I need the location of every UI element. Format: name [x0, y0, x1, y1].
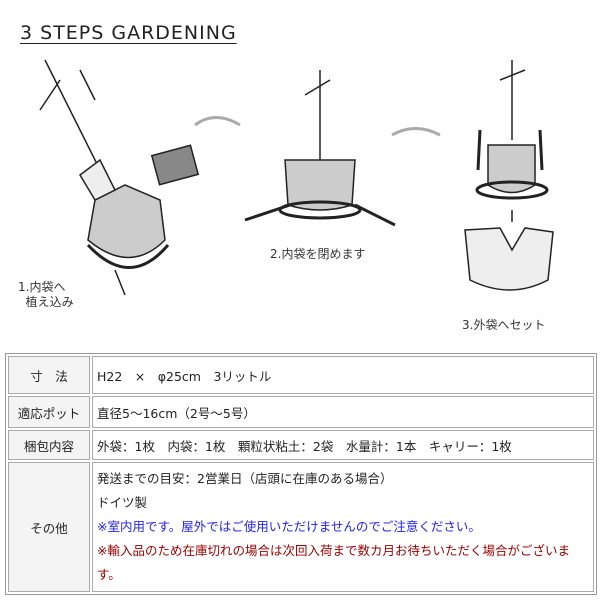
spec-value: 直径5～16cm（2号～5号） [92, 396, 594, 428]
step2-caption: 2.内袋を閉めます [270, 247, 366, 261]
shipping-note: 発送までの目安：2営業日（店頭に在庫のある場合） [97, 471, 393, 486]
stock-note: ※輸入品のため在庫切れの場合は次回入荷まで数カ月お待ちいただく場合がございます。 [97, 543, 570, 582]
table-row: 梱包内容外袋：1枚 内袋：1枚 顆粒状粘土：2袋 水量計：1本 キャリー：1枚 [8, 430, 594, 460]
step3-caption: 3.外袋へセット [462, 318, 546, 332]
step3-illustration [464, 60, 554, 291]
table-row: その他 発送までの目安：2営業日（店頭に在庫のある場合） ドイツ製 ※室内用です… [8, 462, 594, 592]
table-row: 適応ポット直径5～16cm（2号～5号） [8, 396, 594, 428]
steps-illustration [39, 59, 554, 296]
arrow-icon [194, 116, 241, 127]
spec-value: H22 × φ25cm 3リットル [92, 356, 594, 394]
step1-caption: 1.内袋へ 植え込み [18, 280, 74, 309]
step2-illustration [244, 70, 396, 227]
arrow-icon [391, 127, 441, 137]
spec-label: 梱包内容 [8, 430, 90, 460]
spec-value: 発送までの目安：2営業日（店頭に在庫のある場合） ドイツ製 ※室内用です。屋外で… [92, 462, 594, 592]
spec-value: 外袋：1枚 内袋：1枚 顆粒状粘土：2袋 水量計：1本 キャリー：1枚 [92, 430, 594, 460]
page-title: 3 STEPS GARDENING [20, 22, 237, 44]
spec-label: その他 [8, 462, 90, 592]
spec-label: 寸 法 [8, 356, 90, 394]
indoor-note: ※室内用です。屋外ではご使用いただけませんのでご注意ください。 [97, 519, 481, 534]
spec-label: 適応ポット [8, 396, 90, 428]
origin-note: ドイツ製 [97, 495, 148, 510]
step1-illustration [39, 59, 200, 296]
